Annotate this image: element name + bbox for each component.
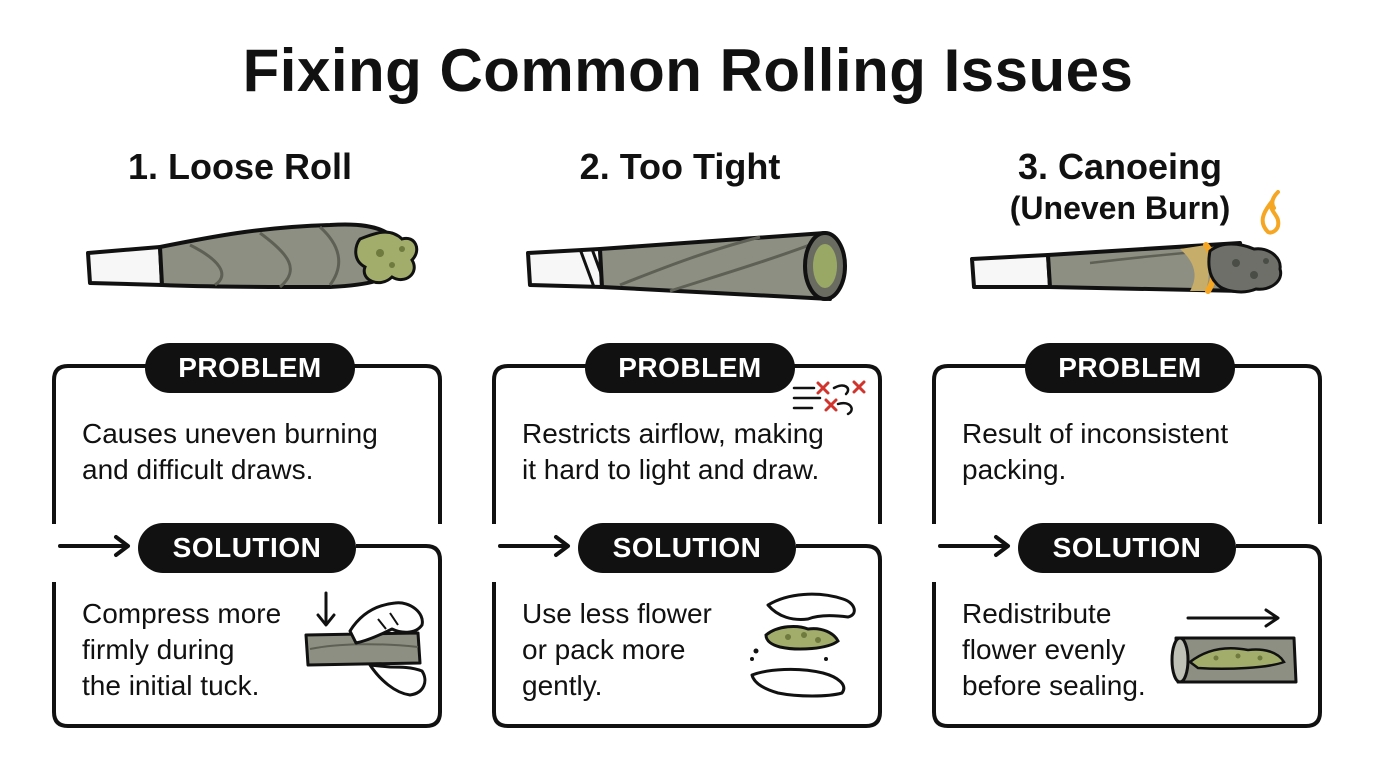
card-frame [932, 364, 1322, 728]
problem-line: Result of inconsistent [962, 418, 1229, 449]
canoeing-joint-icon [970, 241, 1283, 294]
problem-line: and difficult draws. [82, 454, 314, 485]
solution-line: before sealing. [962, 670, 1146, 701]
blocked-airflow-icon [792, 380, 866, 416]
page-title: Fixing Common Rolling Issues [242, 37, 1134, 104]
column-canoeing: 3. Canoeing (Uneven Burn) PROBLEM Result… [910, 0, 1330, 768]
card-frame [52, 364, 442, 728]
problem-label: PROBLEM [145, 343, 355, 393]
solution-line: the initial tuck. [82, 670, 260, 701]
column-heading: 1. Loose Roll [127, 146, 353, 187]
solution-text: Compress more firmly during the initial … [82, 596, 322, 704]
solution-line: or pack more [522, 634, 686, 665]
tight-joint-icon [526, 231, 847, 301]
solution-label: SOLUTION [578, 523, 796, 573]
solution-line: Use less flower [522, 598, 712, 629]
solution-line: gently. [522, 670, 603, 701]
loose-joint-icon [86, 222, 419, 289]
problem-line: packing. [962, 454, 1067, 485]
hands-flower-icon [750, 592, 856, 698]
column-subheading: (Uneven Burn) [1009, 190, 1231, 226]
problem-label: PROBLEM [1025, 343, 1235, 393]
problem-line: Restricts airflow, making [522, 418, 824, 449]
card-frame [492, 364, 882, 728]
solution-line: Compress more [82, 598, 282, 629]
column-loose-roll: 1. Loose Roll PROBLEM Causes uneven burn… [30, 0, 450, 768]
solution-text: Redistribute flower evenly before sealin… [962, 596, 1202, 704]
rolling-paper-icon [1170, 608, 1298, 684]
problem-label: PROBLEM [585, 343, 795, 393]
problem-line: Causes uneven burning [82, 418, 378, 449]
arrow-down-icon [316, 591, 336, 627]
problem-line: it hard to light and draw. [522, 454, 820, 485]
flame-icon [1260, 190, 1281, 235]
column-too-tight: 2. Too Tight PROBLEM Restricts airflow, … [470, 0, 890, 768]
arrow-right-icon [1186, 608, 1280, 628]
solution-label: SOLUTION [1018, 523, 1236, 573]
solution-line: Redistribute [962, 598, 1112, 629]
problem-text: Result of inconsistent packing. [962, 416, 1302, 488]
solution-label: SOLUTION [138, 523, 356, 573]
column-heading: 3. Canoeing [1017, 146, 1223, 187]
solution-line: firmly during [82, 634, 235, 665]
solution-text: Use less flower or pack more gently. [522, 596, 762, 704]
column-heading: 2. Too Tight [579, 146, 781, 187]
hands-tucking-icon [304, 591, 427, 697]
problem-text: Causes uneven burning and difficult draw… [82, 416, 422, 488]
solution-line: flower evenly [962, 634, 1126, 665]
problem-text: Restricts airflow, making it hard to lig… [522, 416, 862, 488]
